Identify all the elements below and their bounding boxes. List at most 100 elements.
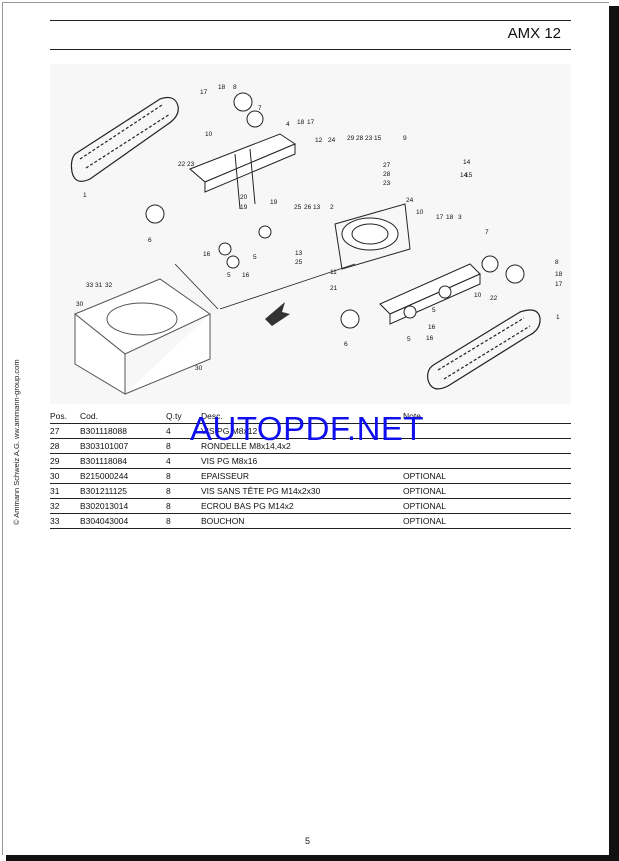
table-row: 32 B302013014 8 ECROU BAS PG M14x2 OPTIO… — [50, 498, 571, 514]
callout: 5 — [227, 272, 231, 279]
callout: 16 — [426, 335, 434, 342]
leader-line-1 — [174, 263, 219, 310]
callout: 29 — [347, 135, 355, 142]
cell-code: B302013014 — [80, 498, 166, 514]
cell-pos: 30 — [50, 468, 80, 484]
document-title: AMX 12 — [507, 25, 561, 42]
callout: 5 — [432, 307, 436, 314]
callout: 12 — [315, 137, 323, 144]
cell-pos: 29 — [50, 453, 80, 469]
callout: 16 — [242, 272, 250, 279]
callout: 14 — [460, 172, 468, 179]
callout: 20 — [240, 194, 248, 201]
direction-arrow — [265, 302, 290, 326]
table-row: 28 B303101007 8 RONDELLE M8x14,4x2 — [50, 438, 571, 454]
callout: 14 — [463, 159, 471, 166]
callout: 30 — [76, 301, 84, 308]
cell-desc: EPAISSEUR — [201, 468, 403, 484]
table-row: 29 B301118084 4 VIS PG M8x16 — [50, 453, 571, 469]
frame-left — [189, 133, 297, 210]
cell-desc: RONDELLE M8x14,4x2 — [201, 438, 403, 454]
table-header-row: Pos. Cod. Q.ty Desc. Note — [50, 410, 571, 424]
callout: 23 — [187, 161, 195, 168]
cell-code: B303101007 — [80, 438, 166, 454]
cell-qty: 8 — [166, 468, 201, 484]
cell-qty: 4 — [166, 453, 201, 469]
cell-desc: VIS PG M8x12 — [201, 423, 403, 439]
callout: 2 — [330, 204, 334, 211]
callout-labels: 17 18 8 7 10 4 18 17 12 24 29 28 23 15 1… — [76, 84, 563, 372]
callout: 28 — [383, 171, 391, 178]
callout: 18 — [555, 271, 563, 278]
table-row: 27 B301118088 4 VIS PG M8x12 — [50, 423, 571, 439]
exploded-parts-drawing: 17 18 8 7 10 4 18 17 12 24 29 28 23 15 1… — [50, 64, 571, 404]
callout: 31 — [95, 282, 103, 289]
callout: 19 — [270, 199, 278, 206]
callout: 10 — [474, 292, 482, 299]
callout: 22 — [178, 161, 186, 168]
cell-pos: 28 — [50, 438, 80, 454]
cell-desc: BOUCHON — [201, 513, 403, 529]
table-row: 33 B304043004 8 BOUCHON OPTIONAL — [50, 513, 571, 529]
cell-qty: 8 — [166, 513, 201, 529]
callout: 18 — [297, 119, 305, 126]
callout: 23 — [365, 135, 373, 142]
chassis-block — [74, 278, 211, 395]
callout: 17 — [307, 119, 315, 126]
track-left — [70, 96, 179, 182]
callout: 1 — [556, 314, 560, 321]
leader-line-2 — [219, 263, 356, 310]
cell-qty: 8 — [166, 483, 201, 499]
callout: 8 — [233, 84, 237, 91]
callout: 26 — [304, 204, 312, 211]
cell-note — [403, 453, 571, 469]
callout: 3 — [458, 214, 462, 221]
page-shadow-right — [609, 6, 619, 861]
callout: 24 — [406, 197, 414, 204]
cell-pos: 31 — [50, 483, 80, 499]
header-rule-bottom — [50, 49, 571, 50]
callout: 25 — [295, 259, 303, 266]
col-header-desc: Desc. — [201, 410, 403, 424]
callout: 8 — [555, 259, 559, 266]
col-header-note: Note — [403, 410, 571, 424]
callout: 5 — [253, 254, 257, 261]
callout: 21 — [330, 285, 338, 292]
cell-pos: 32 — [50, 498, 80, 514]
table-row: 30 B215000244 8 EPAISSEUR OPTIONAL — [50, 468, 571, 484]
callout: 7 — [258, 105, 262, 112]
callout: 16 — [203, 251, 211, 258]
cell-code: B301118084 — [80, 453, 166, 469]
callout: 18 — [218, 84, 226, 91]
sprockets — [145, 92, 525, 329]
cell-desc: VIS PG M8x16 — [201, 453, 403, 469]
cell-note — [403, 423, 571, 439]
slewing-ring — [334, 203, 411, 270]
callout: 22 — [490, 295, 498, 302]
callout: 1 — [83, 192, 87, 199]
callout: 16 — [428, 324, 436, 331]
callout: 11 — [330, 269, 337, 276]
callout: 23 — [383, 180, 391, 187]
cell-pos: 33 — [50, 513, 80, 529]
callout: 24 — [328, 137, 336, 144]
callout: 17 — [200, 89, 208, 96]
col-header-code: Cod. — [80, 410, 166, 424]
cell-code: B304043004 — [80, 513, 166, 529]
col-header-pos: Pos. — [50, 410, 80, 424]
cell-code: B301118088 — [80, 423, 166, 439]
callout: 17 — [436, 214, 444, 221]
cell-note: OPTIONAL — [403, 483, 571, 499]
cell-note: OPTIONAL — [403, 513, 571, 529]
page-number: 5 — [305, 836, 311, 846]
cell-desc: ECROU BAS PG M14x2 — [201, 498, 403, 514]
callout: 18 — [446, 214, 454, 221]
cell-code: B215000244 — [80, 468, 166, 484]
cell-pos: 27 — [50, 423, 80, 439]
callout: 13 — [313, 204, 321, 211]
cell-note: OPTIONAL — [403, 468, 571, 484]
callout: 5 — [407, 336, 411, 343]
cell-qty: 8 — [166, 438, 201, 454]
callout: 6 — [344, 341, 348, 348]
track-right — [427, 309, 541, 390]
